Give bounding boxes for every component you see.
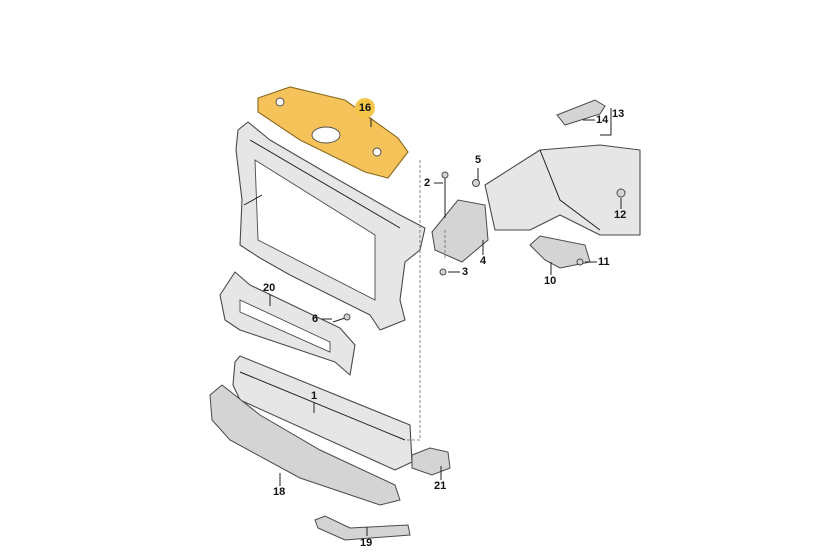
callout-3: 3 (462, 266, 469, 278)
callout-19: 19 (360, 537, 373, 549)
callout-4: 4 (480, 255, 487, 267)
part-16-cover (257, 86, 409, 179)
callout-14: 14 (596, 114, 609, 126)
part-radiator-support (235, 121, 426, 331)
callout-5: 5 (475, 154, 482, 166)
callout-16: 16 (355, 98, 375, 118)
callout-6: 6 (312, 313, 319, 325)
callout-21: 21 (434, 480, 447, 492)
part-13-bracket (556, 99, 606, 126)
callout-10: 10 (544, 275, 557, 287)
bolts (332, 171, 626, 323)
callout-13: 13 (612, 108, 625, 120)
callout-1: 1 (311, 390, 318, 402)
part-fender-structure (484, 144, 641, 236)
callout-20: 20 (263, 282, 276, 294)
callout-18: 18 (273, 486, 286, 498)
part-19-bracket (314, 515, 411, 541)
callout-11: 11 (598, 256, 610, 268)
part-21-bracket (411, 447, 451, 476)
part-4-crash-box (431, 199, 489, 263)
part-18-absorber (209, 384, 401, 506)
callout-2: 2 (424, 177, 431, 189)
callout-12: 12 (614, 209, 627, 221)
part-20-carrier (219, 271, 356, 376)
part-1-bumper-beam (232, 355, 413, 471)
